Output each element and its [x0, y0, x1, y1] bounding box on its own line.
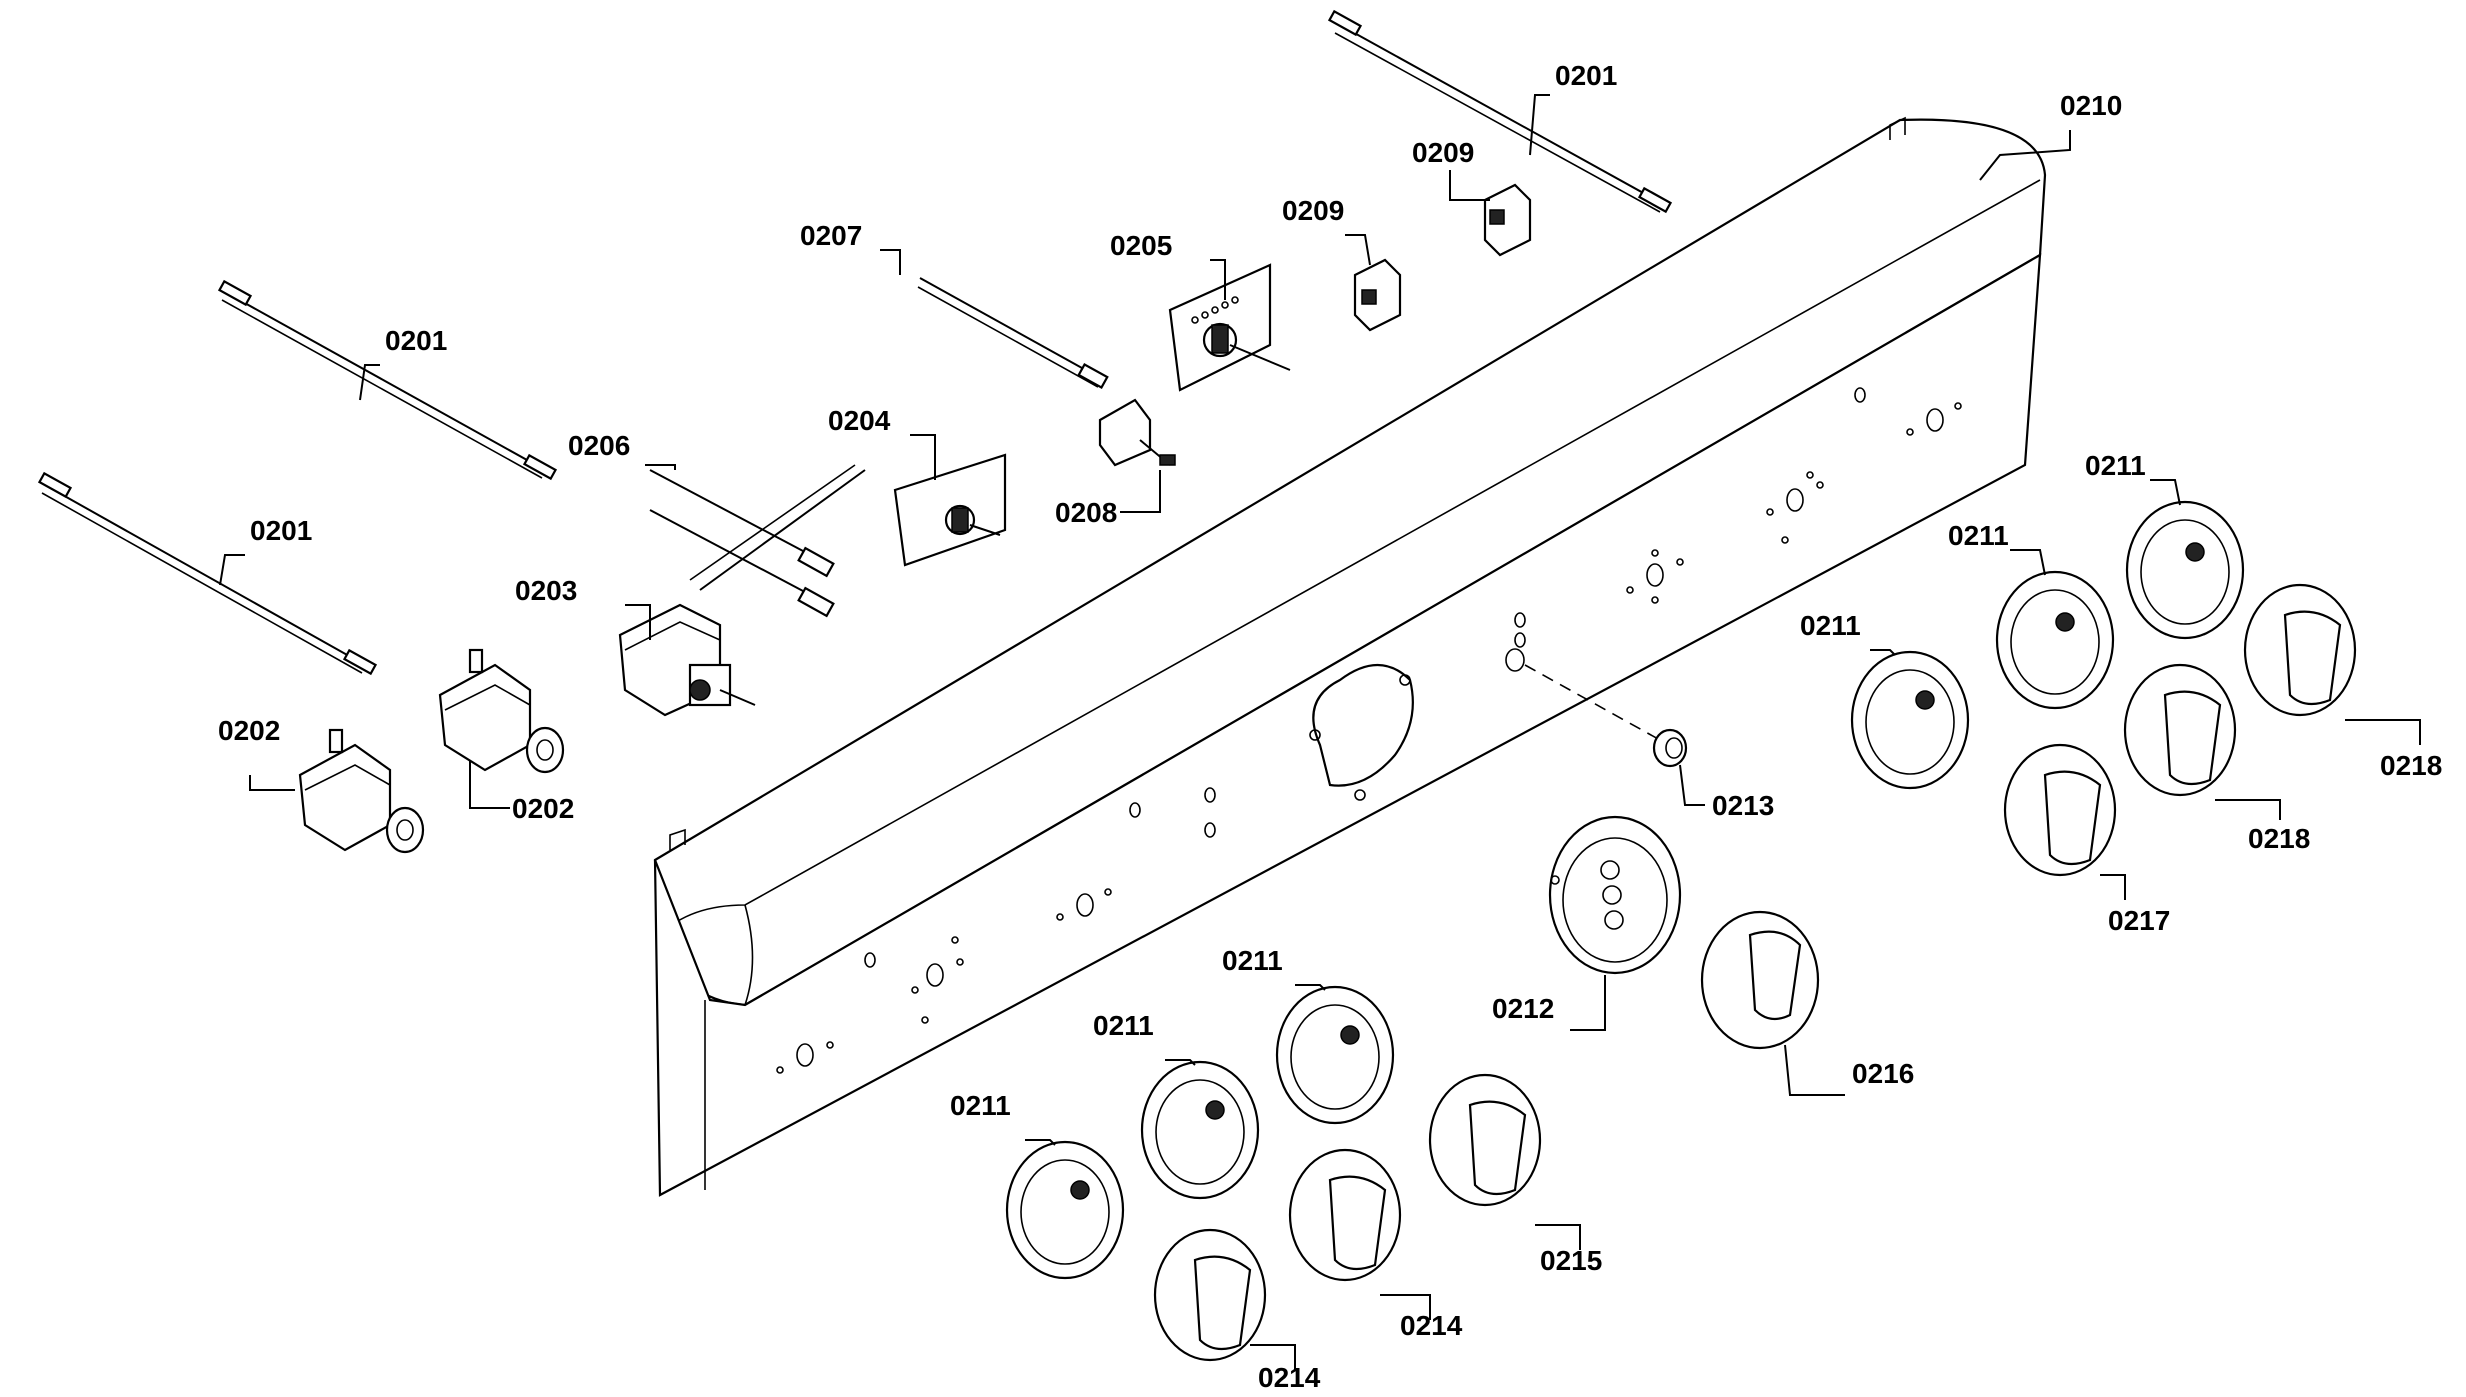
callout-0203: 0203 [515, 575, 577, 606]
callout-0214-b: 0214 [1258, 1362, 1321, 1393]
wire-harness-0206-part [649, 464, 866, 618]
callout-0202-right: 0202 [512, 793, 574, 824]
callout-0216: 0216 [1852, 1058, 1914, 1089]
callout-0215: 0215 [1540, 1245, 1602, 1276]
switch-0203-part [618, 603, 756, 717]
knob-0217 [2003, 743, 2117, 877]
callout-0211-b2: 0211 [1093, 1010, 1154, 1041]
callout-0218-b: 0218 [2380, 750, 2442, 781]
bezel-0211-b2 [1140, 1060, 1260, 1200]
callout-0209-a: 0209 [1282, 195, 1344, 226]
valve-0202-right [438, 648, 565, 774]
bezel-0211-r2 [1995, 570, 2115, 710]
control-panel-part [653, 116, 2047, 1197]
callout-0211-b1: 0211 [1222, 945, 1283, 976]
bushing-0213-part [1652, 728, 1688, 768]
knob-0218-b [2243, 583, 2357, 717]
bezel-0211-r3 [1850, 650, 1970, 790]
callout-0204: 0204 [828, 405, 891, 436]
callout-0217: 0217 [2108, 905, 2170, 936]
bezel-0211-r1 [2125, 500, 2245, 640]
switch-0204-part [893, 453, 1007, 567]
knob-0215 [1428, 1073, 1542, 1207]
thermocouple-wire-0201-top [1327, 9, 1673, 214]
thermocouple-wire-0201-left [37, 471, 378, 676]
knob-0218-a [2123, 663, 2237, 797]
switch-0205-part [1168, 263, 1291, 392]
valve-0202-left [298, 728, 425, 854]
microswitch-0209-b [1483, 183, 1532, 257]
callout-0210: 0210 [2060, 90, 2122, 121]
callout-0206: 0206 [568, 430, 630, 461]
thermocouple-wire-0201-mid [217, 279, 558, 481]
callout-0209-b: 0209 [1412, 137, 1474, 168]
callout-0201-top: 0201 [1555, 60, 1617, 91]
callout-0213: 0213 [1712, 790, 1774, 821]
callout-0211-r3: 0211 [1800, 610, 1861, 641]
callout-0212: 0212 [1492, 993, 1554, 1024]
microswitch-0209-a [1353, 258, 1402, 332]
callout-0208: 0208 [1055, 497, 1117, 528]
bezel-0211-b3 [1005, 1140, 1125, 1280]
callout-0218-a: 0218 [2248, 823, 2310, 854]
callout-0211-b3: 0211 [950, 1090, 1011, 1121]
timer-bezel-0212 [1548, 815, 1682, 975]
bezel-0211-b1 [1275, 985, 1395, 1125]
callout-0201-left: 0201 [250, 515, 312, 546]
callout-0214-a: 0214 [1400, 1310, 1463, 1341]
callout-0205: 0205 [1110, 230, 1172, 261]
callout-0202-left: 0202 [218, 715, 280, 746]
toggle-switch-0208-part [1098, 398, 1176, 467]
knob-0214-b [1153, 1228, 1267, 1362]
callout-labels: 0201 0210 0201 0201 0202 0202 0203 0204 … [218, 60, 2442, 1393]
wire-0207-part [917, 277, 1109, 390]
knob-0214-a [1288, 1148, 1402, 1282]
callout-0207: 0207 [800, 220, 862, 251]
callout-0211-r2: 0211 [1948, 520, 2009, 551]
callout-0201-mid: 0201 [385, 325, 447, 356]
knob-0216 [1700, 910, 1820, 1050]
callout-0211-r1: 0211 [2085, 450, 2146, 481]
